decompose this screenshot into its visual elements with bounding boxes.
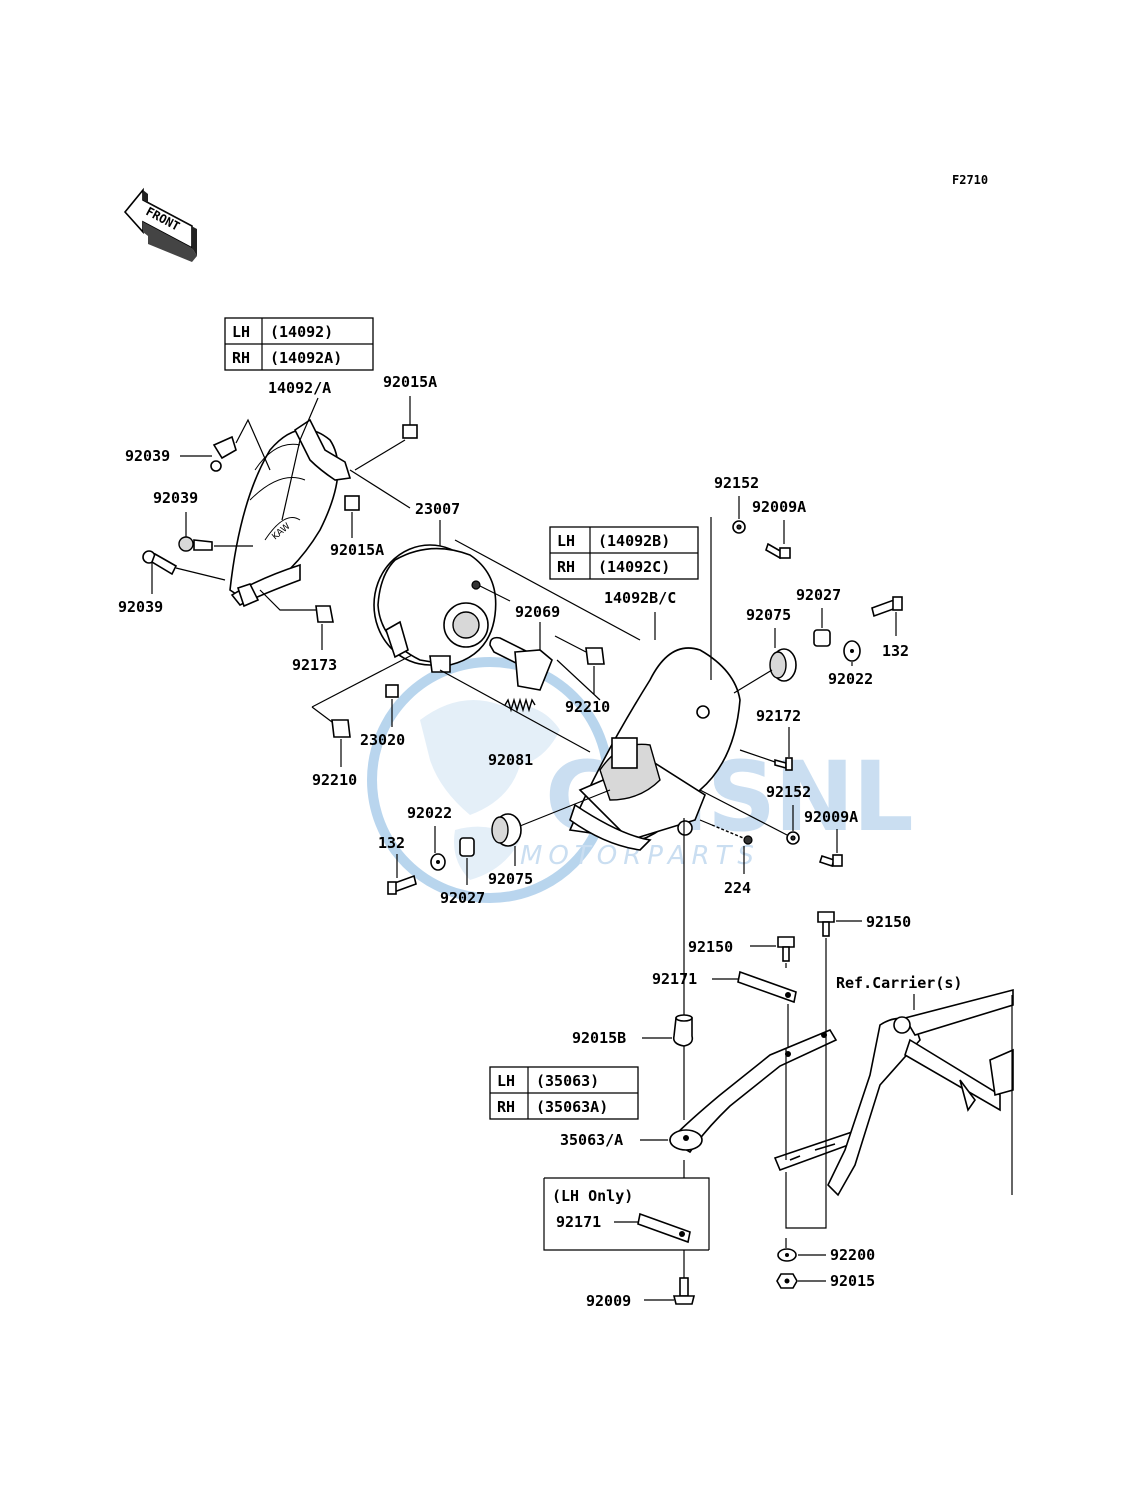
table-35063-part-2: (35063A) bbox=[536, 1098, 608, 1116]
callout-132-right: 132 bbox=[882, 642, 909, 660]
bolt-92150-left bbox=[777, 936, 795, 962]
callout-92171: 92171 bbox=[652, 970, 697, 988]
table-14092b-part-2: (14092C) bbox=[598, 558, 670, 576]
callout-92075-right: 92075 bbox=[746, 606, 791, 624]
bolt-92150-right bbox=[817, 911, 835, 937]
callout-92009a-top: 92009A bbox=[752, 498, 806, 516]
headlight-housing-right bbox=[568, 647, 741, 851]
ground-strap-lh-icon bbox=[637, 1212, 691, 1244]
nut-92152-top bbox=[732, 520, 746, 534]
screw-92009a-mid bbox=[818, 854, 843, 868]
bulb-92069 bbox=[489, 636, 553, 691]
callout-92172: 92172 bbox=[756, 707, 801, 725]
callout-92075-left: 92075 bbox=[488, 870, 533, 888]
clip-92210-mid bbox=[585, 647, 605, 665]
table-14092-part-1: (14092) bbox=[270, 323, 333, 341]
headlight-unit bbox=[373, 544, 511, 673]
callout-92152-mid: 92152 bbox=[766, 783, 811, 801]
lh-only-part: 92171 bbox=[556, 1213, 601, 1231]
callout-132-left-label: 132 bbox=[378, 834, 405, 852]
callout-92022-left: 92022 bbox=[407, 804, 452, 822]
diagram-id: F2710 bbox=[952, 173, 988, 187]
grommet-92075-left bbox=[491, 813, 522, 847]
callout-92009: 92009 bbox=[586, 1292, 631, 1310]
callout-92150-left: 92150 bbox=[688, 938, 733, 956]
table-14092-part-2: (14092A) bbox=[270, 349, 342, 367]
lh-only-title: (LH Only) bbox=[552, 1187, 633, 1205]
washer-92200 bbox=[777, 1248, 797, 1262]
washer-92022-right bbox=[843, 640, 861, 662]
callout-92027-right: 92027 bbox=[796, 586, 841, 604]
table-14092-side-1: LH bbox=[232, 323, 250, 341]
callout-92173: 92173 bbox=[292, 656, 337, 674]
callout-14092a: 14092/A bbox=[268, 379, 331, 397]
nut-23020 bbox=[385, 684, 399, 698]
ground-strap-92171 bbox=[737, 970, 797, 1004]
table-14092b: LH (14092B) RH (14092C) bbox=[549, 526, 699, 580]
bolt-132-right bbox=[871, 596, 903, 618]
headlight-bracket-35063 bbox=[668, 1028, 864, 1172]
table-35063-side-1: LH bbox=[497, 1072, 515, 1090]
callout-92015a-mid: 92015A bbox=[330, 541, 384, 559]
callout-92022-right: 92022 bbox=[828, 670, 873, 688]
watermark-continents bbox=[420, 700, 560, 880]
callout-92039-bot: 92039 bbox=[118, 598, 163, 616]
callout-23020: 23020 bbox=[360, 731, 405, 749]
table-35063: LH (35063) RH (35063A) bbox=[489, 1066, 639, 1120]
callout-92015b: 92015B bbox=[572, 1029, 626, 1047]
callout-92081: 92081 bbox=[488, 751, 533, 769]
grommet-92075-right bbox=[769, 648, 797, 682]
table-14092b-part-1: (14092B) bbox=[598, 532, 670, 550]
clip-92173 bbox=[315, 605, 334, 623]
spring-92081 bbox=[504, 697, 536, 713]
callout-92150-right: 92150 bbox=[866, 913, 911, 931]
nut-92152-mid bbox=[786, 831, 800, 845]
table-35063-side-2: RH bbox=[497, 1098, 515, 1116]
callout-224: 224 bbox=[724, 879, 751, 897]
table-14092b-side-2: RH bbox=[557, 558, 575, 576]
callout-14092bc: 14092B/C bbox=[604, 589, 676, 607]
bolt-132-left bbox=[387, 874, 417, 895]
collar-92015b bbox=[672, 1014, 694, 1047]
callout-35063a: 35063/A bbox=[560, 1131, 623, 1149]
callout-92210-mid: 92210 bbox=[565, 698, 610, 716]
carrier-frame-reference bbox=[827, 988, 1014, 1197]
clip-92210-left bbox=[331, 719, 351, 738]
callout-92009a-mid: 92009A bbox=[804, 808, 858, 826]
table-35063-part-1: (35063) bbox=[536, 1072, 599, 1090]
screw-92172 bbox=[774, 757, 793, 771]
rivet-92039-bot bbox=[142, 550, 178, 576]
front-arrow-icon: FRONT bbox=[123, 187, 197, 262]
pin-224 bbox=[711, 824, 753, 845]
washer-92022-left bbox=[430, 853, 446, 871]
callout-92039-top: 92039 bbox=[125, 447, 170, 465]
callout-92152-top: 92152 bbox=[714, 474, 759, 492]
screw-92009a-top bbox=[765, 542, 791, 560]
table-14092-side-2: RH bbox=[232, 349, 250, 367]
bolt-92009 bbox=[672, 1277, 696, 1305]
rivet-92039-top bbox=[210, 435, 237, 472]
callout-92015a-top: 92015A bbox=[383, 373, 437, 391]
collar-92027-right bbox=[813, 629, 831, 647]
rivet-92039-mid bbox=[178, 536, 213, 552]
callout-92015: 92015 bbox=[830, 1272, 875, 1290]
table-14092b-side-1: LH bbox=[557, 532, 575, 550]
callout-ref-carrier: Ref.Carrier(s) bbox=[836, 974, 962, 992]
callout-23007: 23007 bbox=[415, 500, 460, 518]
callout-92069: 92069 bbox=[515, 603, 560, 621]
callout-92027-left: 92027 bbox=[440, 889, 485, 907]
headlight-cover-left: KAW bbox=[229, 418, 352, 608]
table-14092: LH (14092) RH (14092A) bbox=[224, 317, 374, 371]
callout-92200: 92200 bbox=[830, 1246, 875, 1264]
callout-92039-mid: 92039 bbox=[153, 489, 198, 507]
lh-only-box: (LH Only) 92171 bbox=[543, 1177, 710, 1251]
clip-nut-92015a-top bbox=[402, 424, 418, 439]
callout-92210-left: 92210 bbox=[312, 771, 357, 789]
nut-92015 bbox=[776, 1273, 798, 1289]
collar-92027-left bbox=[459, 837, 475, 857]
clip-nut-92015a-mid bbox=[344, 495, 360, 511]
